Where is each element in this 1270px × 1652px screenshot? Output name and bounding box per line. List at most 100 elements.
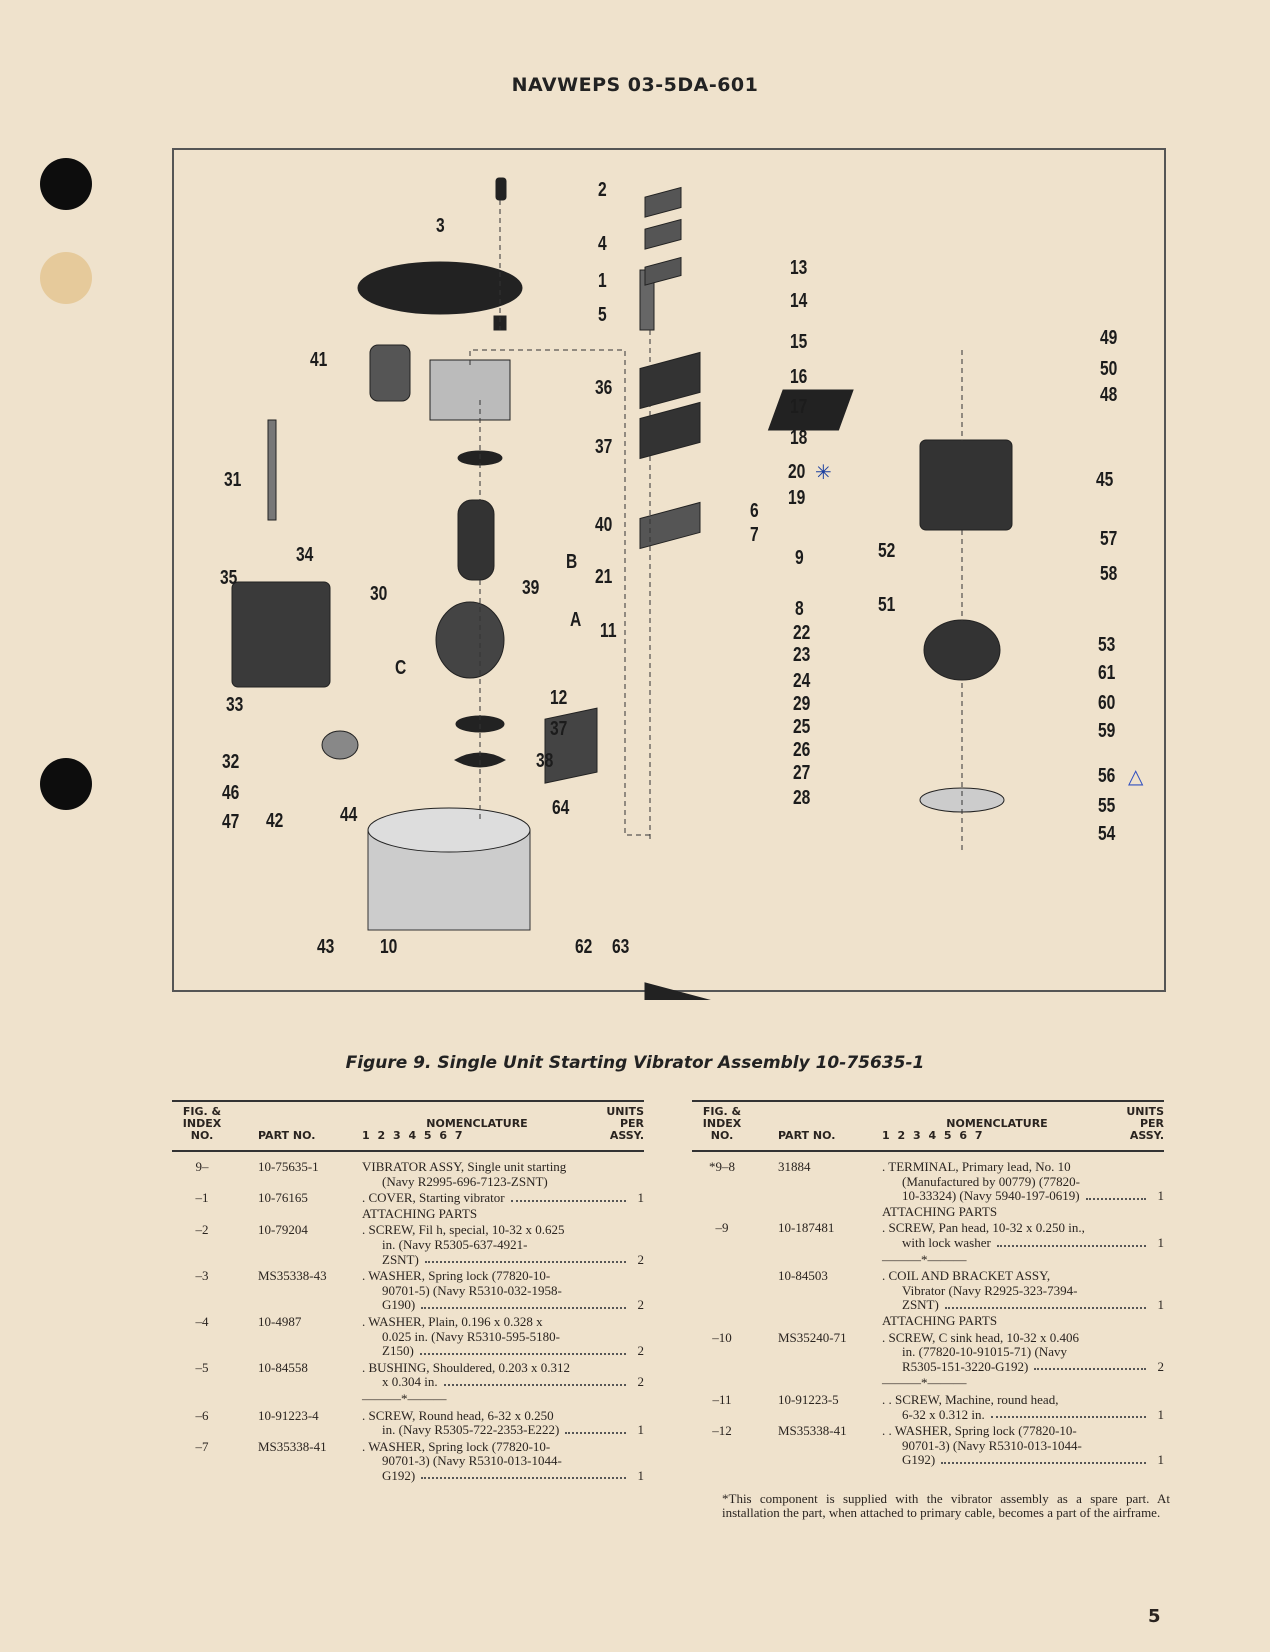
- index-no: –12: [712, 1423, 732, 1439]
- dot-leader: [944, 1298, 1146, 1309]
- callout-36: 36: [595, 377, 613, 399]
- callout-25: 25: [793, 716, 811, 738]
- callout-48: 48: [1100, 384, 1118, 406]
- callout-60: 60: [1098, 692, 1116, 714]
- nomenclature-line: ZSNT): [382, 1251, 419, 1267]
- callout-38: 38: [536, 750, 554, 772]
- nomenclature-line: . WASHER, Spring lock (77820-10-: [362, 1438, 551, 1454]
- header-levels: 1 2 3 4 5 6 7: [362, 1129, 465, 1142]
- callout-2: 2: [598, 179, 607, 201]
- units-per-assy: 2: [637, 1374, 645, 1390]
- binder-hole: [40, 158, 92, 210]
- callout-3: 3: [436, 215, 445, 237]
- terminal-part: [369, 344, 411, 402]
- callout-35: 35: [220, 567, 238, 589]
- callout-40: 40: [595, 514, 613, 536]
- nomenclature-line: (Manufactured by 00779) (77820-: [902, 1173, 1080, 1189]
- callout-20: 20: [788, 461, 806, 483]
- callout-46: 46: [222, 782, 240, 804]
- section-label: ATTACHING PARTS: [882, 1203, 998, 1219]
- part-no: MS35338-41: [778, 1423, 847, 1439]
- dot-leader: [443, 1375, 626, 1386]
- callout-52: 52: [878, 540, 896, 562]
- callout-b: B: [566, 551, 578, 573]
- callout-62: 62: [575, 936, 593, 958]
- binder-hole: [40, 758, 92, 810]
- callout-11: 11: [600, 620, 617, 642]
- dot-leader: [424, 1253, 626, 1264]
- bracket-part: [231, 581, 331, 688]
- long-screw-part: [267, 419, 277, 521]
- nomenclature-line: 6-32 x 0.312 in.: [902, 1406, 985, 1422]
- callout-59: 59: [1098, 720, 1116, 742]
- nomenclature-line: . SCREW, Round head, 6-32 x 0.250: [362, 1407, 554, 1423]
- callout-55: 55: [1098, 795, 1116, 817]
- nomenclature-line: . TERMINAL, Primary lead, No. 10: [882, 1159, 1071, 1174]
- vibrator-body-part: [919, 439, 1013, 531]
- units-per-assy: 2: [637, 1343, 645, 1359]
- units-per-assy: 1: [1157, 1406, 1165, 1422]
- part-no: 10-84503: [778, 1268, 828, 1284]
- section-label: ATTACHING PARTS: [362, 1205, 478, 1221]
- callout-4: 4: [598, 233, 607, 255]
- table-row: 10-84503. COIL AND BRACKET ASSY,Vibrator…: [692, 1268, 1165, 1313]
- callout-a: A: [570, 609, 582, 631]
- units-per-assy: 1: [1157, 1452, 1165, 1468]
- dot-leader: [1085, 1189, 1146, 1200]
- nomenclature-line: in. (Navy R5305-637-4921-: [382, 1236, 528, 1252]
- screw-part: [495, 177, 507, 201]
- callout-63: 63: [612, 936, 630, 958]
- nomenclature-line: . SCREW, Pan head, 10-32 x 0.250 in.,: [882, 1220, 1085, 1236]
- header-nomenclature: NOMENCLATURE: [946, 1117, 1048, 1130]
- nomenclature-line: . SCREW, Fil h, special, 10-32 x 0.625: [362, 1222, 565, 1238]
- callout-7: 7: [750, 524, 759, 546]
- header-part-no: PART NO.: [258, 1129, 316, 1142]
- header-nomenclature: NOMENCLATURE: [426, 1117, 528, 1130]
- units-per-assy: 1: [1157, 1297, 1165, 1313]
- contact-part: [639, 351, 701, 410]
- page-number: 5: [1148, 1606, 1161, 1627]
- figure-caption: Figure 9. Single Unit Starting Vibrator …: [345, 1053, 925, 1073]
- index-no: –10: [712, 1329, 732, 1345]
- nomenclature-line: . SCREW, C sink head, 10-32 x 0.406: [882, 1329, 1080, 1345]
- part-no: MS35338-43: [258, 1268, 327, 1284]
- contact-part: [639, 401, 701, 460]
- index-no: 9–: [195, 1159, 209, 1174]
- dot-leader: [565, 1423, 626, 1434]
- callout-21: 21: [595, 566, 613, 588]
- dot-leader: [419, 1344, 626, 1355]
- callout-37: 37: [550, 718, 568, 740]
- callout-27: 27: [793, 762, 811, 784]
- nomenclature-line: G190): [382, 1297, 416, 1313]
- nomenclature-line: x 0.304 in.: [382, 1374, 438, 1390]
- bracket-plate-part: [429, 359, 511, 421]
- part-no: 10-187481: [778, 1220, 835, 1236]
- callout-39: 39: [522, 577, 540, 599]
- part-no: 10-91223-4: [258, 1407, 319, 1423]
- units-per-assy: 1: [637, 1422, 645, 1438]
- part-no: 10-91223-5: [778, 1391, 839, 1407]
- dot-leader: [990, 1408, 1146, 1419]
- callout-26: 26: [793, 739, 811, 761]
- part-no: 10-79204: [258, 1222, 308, 1238]
- index-no: –9: [715, 1220, 729, 1236]
- callout-32: 32: [222, 751, 240, 773]
- callout-13: 13: [790, 257, 808, 279]
- callout-54: 54: [1098, 823, 1116, 845]
- nomenclature-line: 90701-3) (Navy R5310-013-1044-: [902, 1437, 1082, 1453]
- dot-leader: [421, 1298, 626, 1309]
